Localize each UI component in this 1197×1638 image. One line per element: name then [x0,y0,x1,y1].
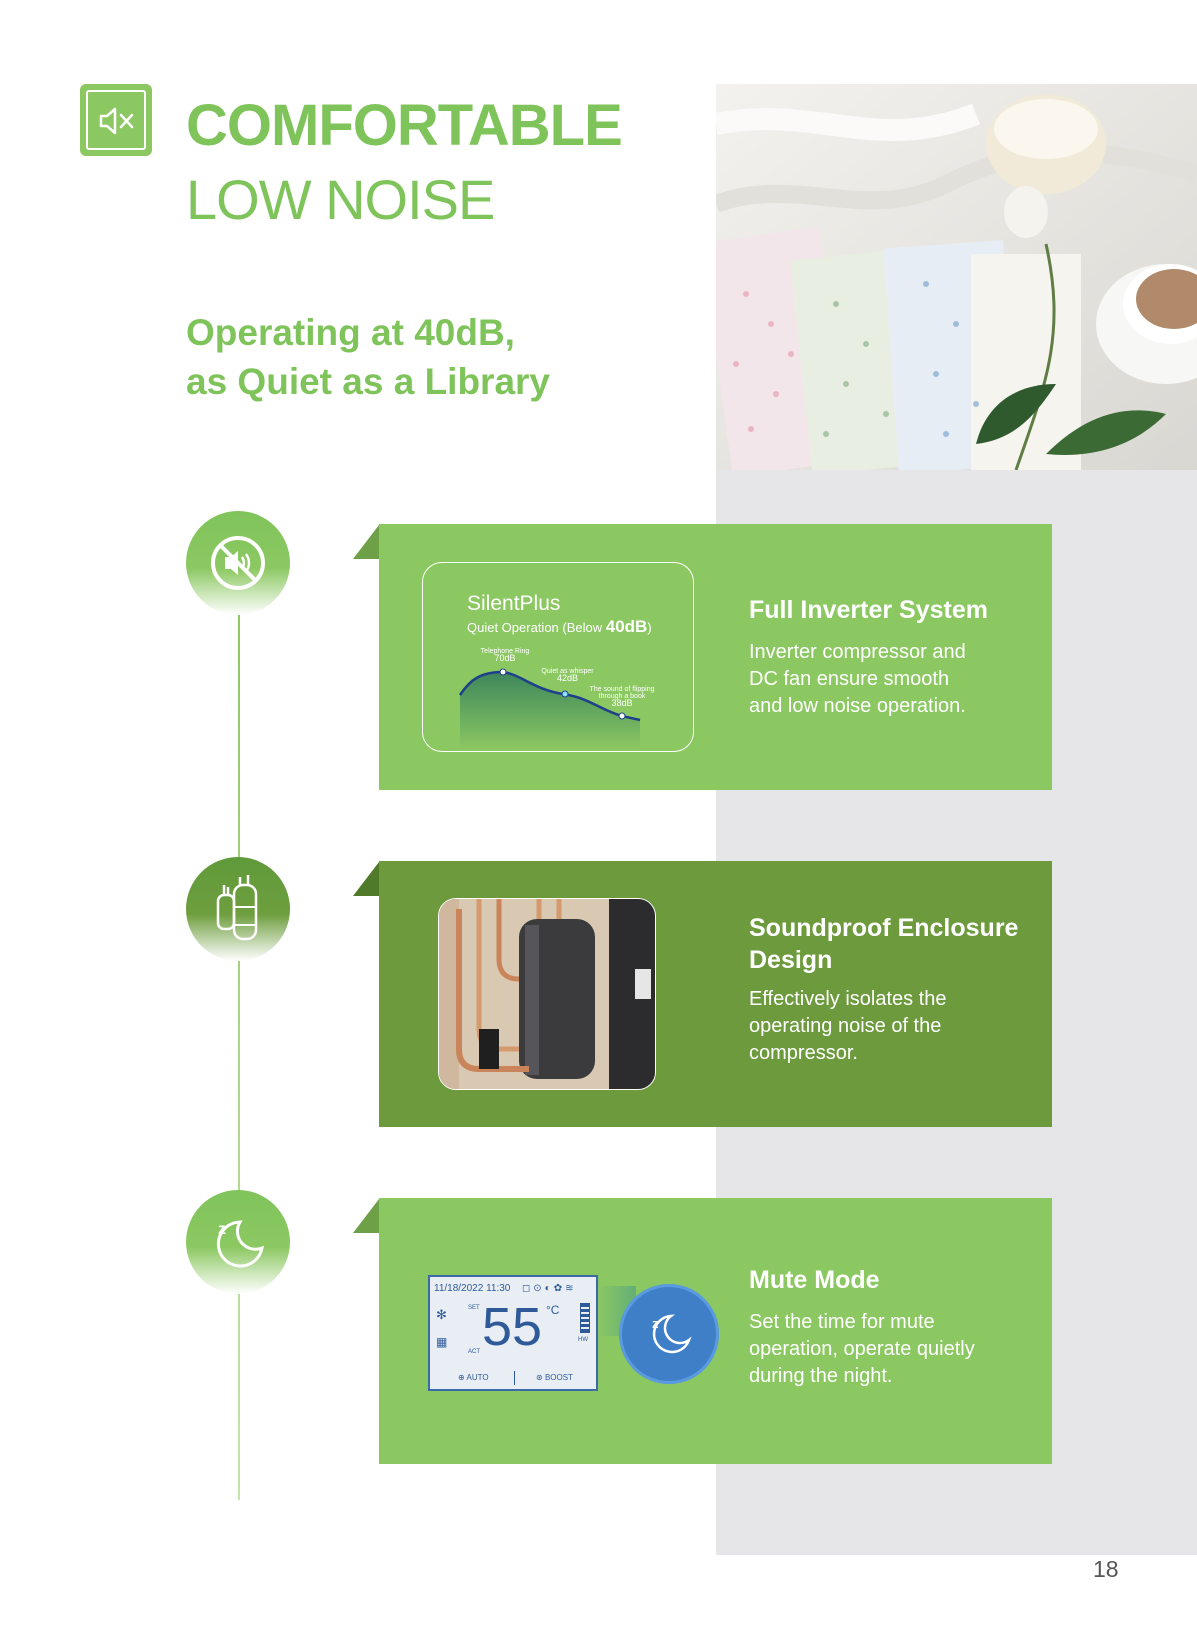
compressor-icon [186,857,290,961]
sleep-moon-icon: z [186,1190,290,1294]
feature-text-line: and low noise operation. [749,695,966,717]
title-light: LOW NOISE [186,168,495,231]
chart-subtitle-text: Quiet Operation (Below [467,620,606,635]
display-auto: ⊕ AUTO [458,1373,489,1382]
chart-label-name: Quiet as whisper [541,668,594,675]
controller-display: 11/18/2022 11:30 ◻⊙◐✿≋ ✻ ▦ SET ACT 55 °C… [428,1275,598,1391]
feature-description: Effectively isolates the operating noise… [749,986,947,1067]
mute-mode-button: z [619,1284,719,1384]
compressor-photo [438,898,656,1090]
timeline-line [238,600,240,1500]
page-number: 18 [1093,1556,1119,1582]
subtitle: Operating at 40dB, as Quiet as a Library [186,308,550,406]
chart-subtitle: Quiet Operation (Below 40dB) [467,617,652,637]
chart-subtitle-end: ) [647,620,652,635]
title-bold: COMFORTABLE [186,93,623,158]
display-set-label: SET [468,1305,480,1311]
no-sound-icon [186,511,290,615]
lifestyle-photo [716,84,1197,470]
chart-subtitle-bold: 40dB [605,617,648,636]
svg-text:z: z [652,1316,659,1331]
chart-label-value: 42dB [556,673,579,683]
feature-text-line: during the night. [749,1365,893,1387]
feature-title: Full Inverter System [749,596,988,624]
feature-title-line: Soundproof Enclosure [749,914,1019,942]
display-auto-label: AUTO [466,1373,489,1382]
svg-text:z: z [218,1221,226,1238]
subtitle-line: as Quiet as a Library [186,361,551,402]
feature-text-line: compressor. [749,1042,858,1064]
feature-text-line: operation, operate quietly [749,1338,975,1360]
feature-text-line: operating noise of the [749,1015,942,1037]
display-unit: °C [546,1303,560,1317]
chart-label-value: 70dB [494,653,516,663]
feature-title: Soundproof Enclosure Design [749,912,1018,976]
chart-label-name: The sound of flipping [589,686,655,693]
display-hw-label: HW [578,1337,588,1343]
display-datetime: 11/18/2022 11:30 [434,1283,511,1294]
chart-title: SilentPlus [467,592,561,615]
card-tab [353,862,379,896]
fan-icon: ✻ [436,1307,447,1322]
feature-title: Mute Mode [749,1266,880,1294]
subtitle-line: Operating at 40dB, [186,312,515,353]
noise-chart-panel [422,562,694,752]
chart-label-name: Telephone Ring [480,648,530,655]
display-act-label: ACT [468,1349,480,1355]
feature-text-line: Effectively isolates the [749,988,947,1010]
display-boost: ⊛ BOOST [536,1373,573,1382]
chart-label: The sound of flipping through a book 38d… [582,686,662,708]
display-boost-label: BOOST [544,1373,573,1382]
noise-curve [458,668,641,750]
card-tab [353,1199,379,1233]
feature-title-line: Design [749,946,833,974]
chart-label-name: through a book [598,693,646,700]
feature-text-line: DC fan ensure smooth [749,668,950,690]
feature-description: Set the time for mute operation, operate… [749,1309,975,1390]
divider [514,1371,515,1385]
feature-text-line: Set the time for mute [749,1311,935,1333]
chart-label: Quiet as whisper 42dB [530,668,605,683]
schedule-icon: ▦ [436,1335,448,1349]
chart-label-value: 38dB [611,698,633,708]
display-temperature: 55 [482,1297,543,1357]
mute-icon [80,84,152,156]
card-tab [353,525,379,559]
level-bar [580,1303,590,1333]
feature-text-line: Inverter compressor and [749,641,966,663]
feature-description: Inverter compressor and DC fan ensure sm… [749,639,966,720]
status-icons: ◻⊙◐✿≋ [522,1283,577,1294]
chart-label: Telephone Ring 70dB [470,648,540,663]
